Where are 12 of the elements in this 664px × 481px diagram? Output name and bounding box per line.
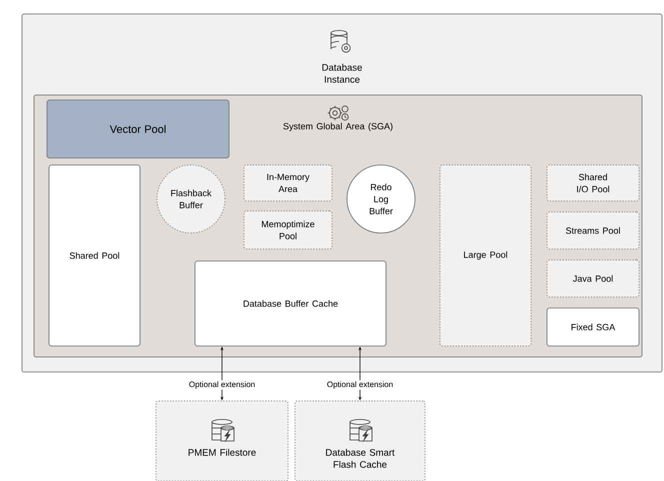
area-box: In-Memory Area bbox=[244, 164, 332, 202]
storage-box: PMEM Filestore bbox=[156, 400, 288, 481]
storage-box: Database Smart Flash Cache bbox=[294, 400, 426, 481]
pool-box: Vector Pool bbox=[46, 100, 230, 158]
pool-box: Java Pool bbox=[546, 260, 640, 298]
pool-box: Streams Pool bbox=[546, 212, 640, 250]
pool-box: Large Pool bbox=[440, 164, 532, 346]
pool-box: Shared I/O Pool bbox=[546, 164, 640, 202]
pool-box: Shared Pool bbox=[48, 164, 140, 346]
sga-box: Fixed SGA bbox=[546, 308, 640, 346]
cache-box: Database Buffer Cache bbox=[194, 260, 386, 346]
pool-box: Memoptimize Pool bbox=[244, 210, 332, 250]
